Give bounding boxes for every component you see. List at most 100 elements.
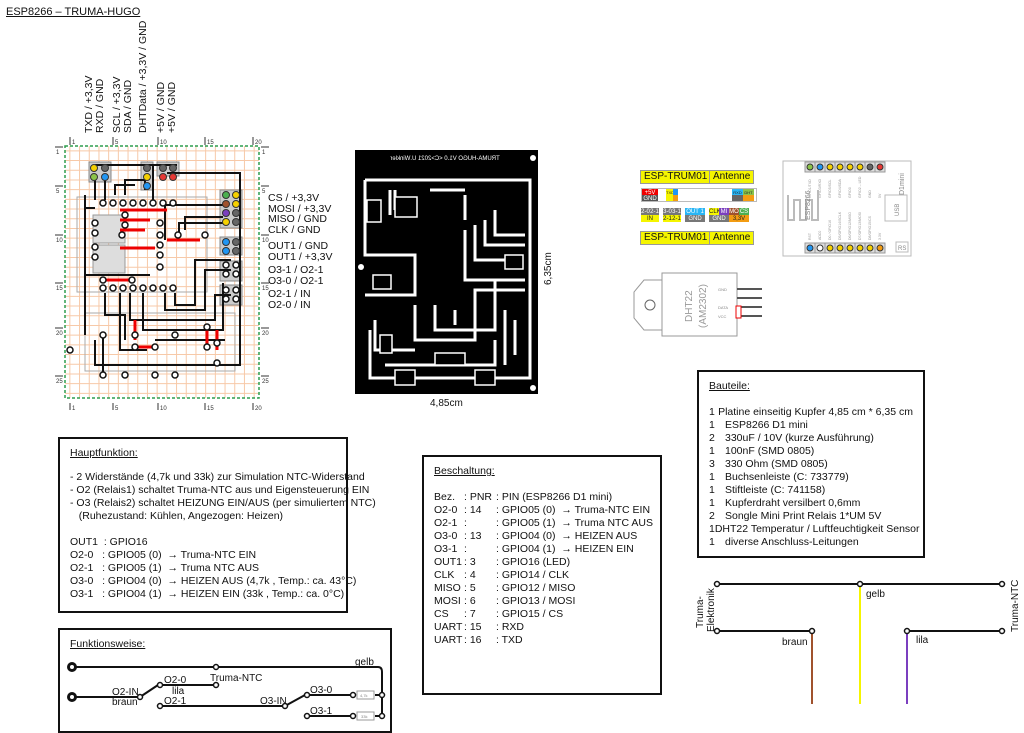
d1-bottom-pin-label: D8/GPIO15/CS	[868, 215, 872, 240]
d1-top-pin-label: 5V	[878, 193, 882, 198]
hauptfunktion-box: Hauptfunktion: - 2 Widerstände (4,7k und…	[58, 437, 376, 613]
pad	[121, 211, 129, 219]
pad	[232, 270, 240, 278]
beschaltung-bez: MISO	[434, 582, 461, 594]
bauteil-text: Songle Mini Print Relais 1*UM 5V	[725, 510, 882, 522]
bauteil-text: 330 Ohm (SMD 0805)	[725, 458, 828, 470]
jumpers	[103, 208, 219, 350]
hauptfunktion-line: O2-1 : GPIO05 (1) → Truma NTC AUS	[70, 562, 260, 574]
pcb-height-label: 6,35cm	[543, 252, 554, 285]
usb-connector	[884, 194, 908, 222]
d1-bottom-pin-label: ADC0	[818, 231, 822, 240]
resistor-4k7	[356, 690, 375, 700]
label-o3-1: O3-1 / O2-1	[268, 264, 324, 276]
row-tick: 1	[262, 150, 266, 156]
beschaltung-pnr: : 15	[464, 621, 482, 633]
cell-gray	[732, 195, 743, 201]
pcb-pads	[366, 196, 524, 386]
cell-orange2	[743, 195, 754, 201]
pcb-etch-layout: TRUMA-HUGO V1.0 <C>2021 U.Winkler	[355, 150, 538, 394]
pad	[66, 346, 74, 354]
beschaltung-heading: Beschaltung:	[434, 465, 495, 477]
d1-bottom-pin-label: D0 / GPIO16	[828, 220, 832, 240]
resistor-4k7-label: 4,7k	[360, 693, 368, 698]
beschaltung-box: Beschaltung: Bez.: PNR: PIN (ESP8266 D1 …	[422, 455, 662, 695]
hauptfunktion-lines: - 2 Widerstände (4,7k und 33k) zur Simul…	[70, 471, 376, 601]
pad	[99, 331, 107, 339]
dht22-body	[661, 272, 738, 337]
cell-5v: +5V	[642, 189, 658, 196]
pcb-isolation	[363, 178, 532, 380]
d1-bottom-pin-label: 3.3V	[878, 232, 882, 240]
cell-gnd-out1: GND	[685, 215, 705, 222]
label-cs: CS / +3,3V	[268, 192, 320, 204]
label-truma-ntc: Truma-NTC	[210, 673, 262, 684]
col-tick: 10	[160, 406, 167, 410]
pad	[129, 284, 137, 292]
d1-top-pin	[846, 163, 854, 171]
bauteil-text: Stiftleiste (C: 741158)	[725, 484, 826, 496]
col-tick: 1	[72, 140, 76, 146]
reset-button	[895, 241, 909, 253]
bauteil-qty: 1	[709, 523, 715, 535]
pad	[169, 284, 177, 292]
switch-o2	[139, 684, 159, 698]
pad	[222, 270, 230, 278]
cell-blue	[673, 189, 678, 195]
capacitor-2	[92, 244, 126, 274]
row-tick: 25	[262, 379, 269, 385]
pad	[149, 284, 157, 292]
label-o3-0: O3-0	[310, 685, 333, 696]
row-tick: 20	[56, 331, 63, 337]
pad	[171, 371, 179, 379]
col-tick: 20	[255, 140, 262, 146]
pad	[222, 295, 230, 303]
row-tick: 10	[262, 238, 269, 244]
pad	[159, 199, 167, 207]
pad	[119, 199, 127, 207]
beschaltung-bez: UART	[434, 621, 463, 633]
row-tick: 5	[56, 189, 60, 195]
label-clk: CLK / GND	[268, 223, 321, 236]
d1-bottom-pin-label: D7/GPIO13/MOSI	[858, 212, 862, 240]
pad	[99, 284, 107, 292]
beschaltung-row: OUT1: 3: GPIO16 (LED)	[434, 556, 650, 569]
pad	[99, 199, 107, 207]
beschaltung-pin: : GPIO14 / CLK	[496, 569, 569, 581]
right-labels-spi: CS / +3,3V MOSI / +3,3V MISO / GND CLK /…	[268, 193, 331, 235]
pad	[156, 241, 164, 249]
pad	[151, 371, 159, 379]
cell-gnd-spi: GND	[709, 215, 729, 222]
d1-top-pin-label: GND	[868, 190, 872, 198]
pad	[232, 295, 240, 303]
pad	[149, 199, 157, 207]
relay-outline	[84, 312, 236, 372]
board-outline	[64, 145, 260, 399]
dht22-mount-hole	[644, 299, 656, 311]
bauteil-qty: 1	[709, 406, 715, 418]
pcb-width-label: 4,85cm	[430, 398, 463, 409]
beschaltung-row: UART: 16: TXD	[434, 634, 650, 647]
beschaltung-pnr: : 7	[464, 608, 476, 620]
bauteil-qty: 1	[709, 419, 715, 431]
d1-top-pin	[866, 163, 874, 171]
pad	[156, 231, 164, 239]
pad	[91, 253, 99, 261]
cell-orange	[673, 195, 678, 201]
pad	[118, 231, 126, 239]
d1-bottom-pin	[846, 244, 854, 252]
col-tick: 1	[72, 406, 76, 410]
label-lila: lila	[172, 686, 185, 697]
label-o3-0: O3-0 / O2-1	[268, 274, 324, 287]
label-o2-0: O2-0 / IN	[268, 298, 311, 311]
row-tick: 5	[262, 189, 266, 195]
d1-bottom-pin-label: RST	[808, 232, 812, 240]
beschaltung-pin: : GPIO13 / MOSI	[496, 595, 576, 607]
dht22-pin-data: DATA	[718, 305, 728, 310]
